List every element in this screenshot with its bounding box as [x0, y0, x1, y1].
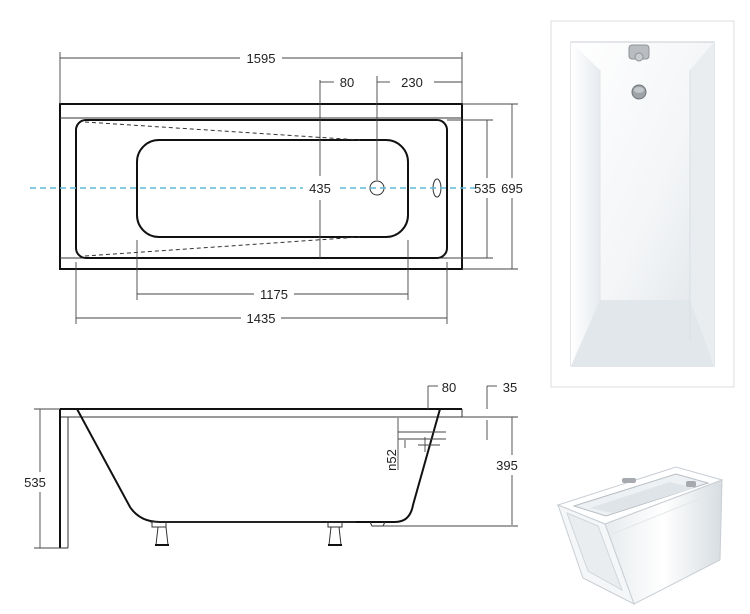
- side-dim-35-label: 35: [503, 380, 517, 395]
- dim-1435-label: 1435: [247, 311, 276, 326]
- photo-persp-end-inset: [566, 512, 623, 592]
- dim-1595-mask: [240, 50, 282, 66]
- top-view-slope-line-top: [84, 121, 361, 141]
- top-view-outer-rim: [59, 103, 463, 270]
- side-dim-80-label: 80: [442, 380, 456, 395]
- dim-535-label: 535: [474, 181, 496, 196]
- photo-top-view: [550, 20, 735, 388]
- side-view-drain-bump: [369, 521, 386, 527]
- dim-230-label: 230: [401, 75, 423, 90]
- photo-persp-handle: [622, 478, 636, 483]
- photo-top-wall-left: [571, 42, 600, 366]
- dim-1435-mask: [241, 310, 281, 326]
- photo-persp-floor: [590, 482, 694, 513]
- side-dim-n52-label: n52: [384, 449, 399, 471]
- top-view-floor: [136, 139, 409, 238]
- photo-persp-panel-edge: [611, 492, 715, 535]
- side-dim-535-label: 535: [24, 475, 46, 490]
- dim-435-label: 435: [309, 181, 331, 196]
- dim-80-label: 80: [340, 75, 354, 90]
- dim-435-mask: [303, 180, 337, 196]
- top-view-inner-basin: [75, 119, 448, 259]
- dim-1175-label: 1175: [260, 287, 288, 302]
- side-view: [59, 408, 463, 549]
- photo-persp-overflow: [686, 481, 696, 487]
- top-view-dimensions: 1595 80 230 435 535: [59, 50, 523, 326]
- photo-overflow-knob: [634, 52, 644, 62]
- dim-1595-label: 1595: [247, 51, 276, 66]
- photo-top-slope: [571, 300, 714, 366]
- side-dim-395-label: 395: [496, 458, 518, 473]
- photo-top-wall-right: [690, 42, 714, 366]
- foot-right: [328, 526, 342, 546]
- side-view-dimensions: 80 35 n52 395 535: [24, 380, 518, 549]
- photo-drain-highlight: [634, 87, 644, 93]
- dim-1175-mask: [254, 286, 294, 302]
- photo-perspective-view: [556, 466, 724, 606]
- foot-left: [155, 526, 169, 546]
- dim-695-label: 695: [501, 181, 523, 196]
- top-view-slope-line-bottom: [84, 236, 361, 257]
- top-view: [30, 103, 478, 270]
